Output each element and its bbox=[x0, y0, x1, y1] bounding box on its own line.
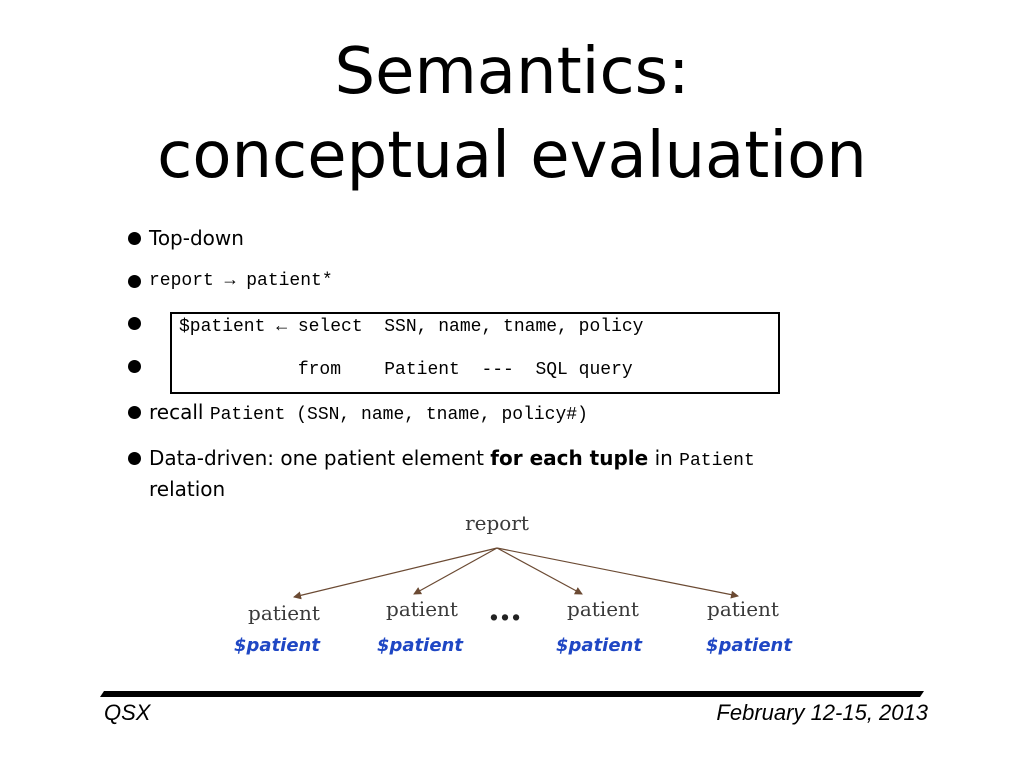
recall-word: recall bbox=[149, 400, 204, 424]
tree-child-label: patient bbox=[248, 601, 320, 625]
bullet-dot bbox=[128, 317, 141, 330]
tree-root-label: report bbox=[465, 511, 529, 535]
tree-diagram: report patient patient patient patient …… bbox=[234, 511, 793, 656]
footer-divider bbox=[100, 691, 924, 697]
tree-variable: $patient bbox=[377, 635, 464, 656]
slide-title-line-2: conceptual evaluation bbox=[157, 119, 867, 193]
tree-child-label: patient bbox=[707, 597, 779, 621]
tree-variable: $patient bbox=[556, 635, 643, 656]
tree-child-label: patient bbox=[386, 597, 458, 621]
slide-title: Semantics: conceptual evaluation bbox=[0, 30, 1024, 198]
bullet-text: recall Patient (SSN, name, tname, policy… bbox=[149, 398, 588, 429]
sql-line-1: $patient ← select SSN, name, tname, poli… bbox=[179, 317, 644, 337]
data-driven-text-2: in bbox=[648, 446, 680, 470]
bullet-dot bbox=[128, 452, 141, 465]
bullet-code: report → patient* bbox=[149, 271, 333, 291]
tree-variable: $patient bbox=[234, 635, 321, 656]
data-driven-code: Patient bbox=[679, 451, 755, 471]
tree-edge bbox=[413, 547, 498, 595]
tree-child-label: patient bbox=[567, 597, 639, 621]
bullet-text: Data-driven: one patient element for eac… bbox=[149, 444, 755, 503]
recall-code: Patient (SSN, name, tname, policy#) bbox=[209, 405, 588, 425]
footer-date: February 12-15, 2013 bbox=[716, 700, 928, 725]
bullet-text: Top-down bbox=[149, 226, 244, 250]
sql-code-box: $patient ← select SSN, name, tname, poli… bbox=[170, 312, 780, 394]
tree-ellipsis: … bbox=[488, 589, 522, 629]
sql-line-2: from Patient --- SQL query bbox=[179, 360, 633, 380]
tree-edge bbox=[293, 547, 498, 600]
footer-left-label: QSX bbox=[104, 700, 151, 725]
bullet-dot bbox=[128, 406, 141, 419]
tree-edge bbox=[496, 547, 739, 599]
data-driven-text-1: Data-driven: one patient element bbox=[149, 446, 491, 470]
tree-edge bbox=[496, 547, 583, 595]
data-driven-bold: for each tuple bbox=[490, 446, 649, 470]
tree-variable: $patient bbox=[706, 635, 793, 656]
bullet-dot bbox=[128, 360, 141, 373]
data-driven-text-3: relation bbox=[149, 477, 226, 501]
bullet-dot bbox=[128, 275, 141, 288]
bullet-dot bbox=[128, 232, 141, 245]
slide-title-line-1: Semantics: bbox=[334, 35, 690, 109]
